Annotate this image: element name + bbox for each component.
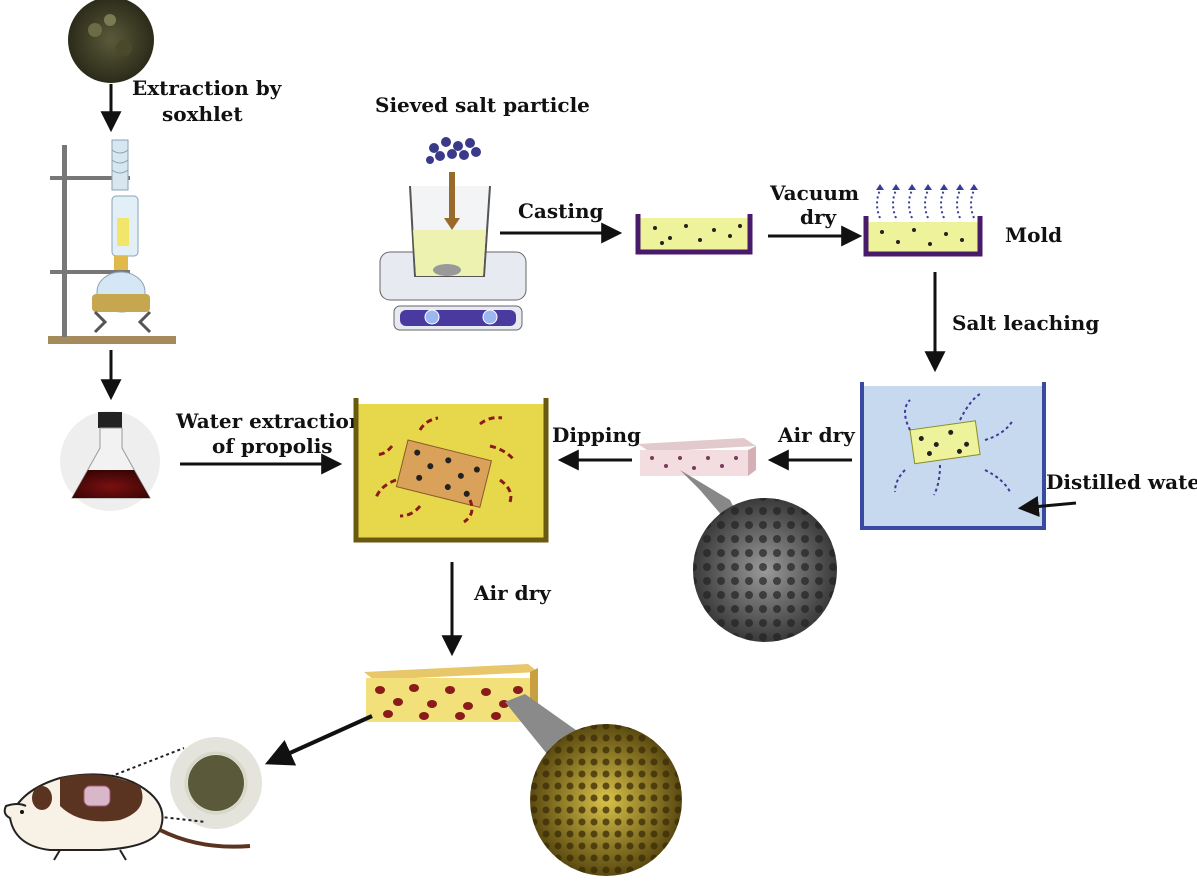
arrow-scaffold-to-implant <box>264 714 373 766</box>
label-casting: Casting <box>518 199 604 223</box>
label-salt-leaching: Salt leaching <box>952 311 1099 335</box>
label-water-extraction: Water extraction of propolis <box>175 409 370 458</box>
propolis-scaffold-image <box>364 664 538 722</box>
label-distilled-water: Distilled water <box>1046 470 1197 494</box>
salt-particles-icon <box>426 137 481 164</box>
vacuum-dried-mold-image <box>863 184 983 257</box>
label-air-dry-right: Air dry <box>777 423 856 447</box>
rat-image <box>3 773 251 861</box>
label-extraction: Extraction by soxhlet <box>132 76 288 126</box>
propolis-extract-flask-image <box>60 411 160 511</box>
label-air-dry-down: Air dry <box>473 581 552 605</box>
label-sieved-salt: Sieved salt particle <box>375 93 590 117</box>
porous-scaffold-image <box>638 438 756 476</box>
sem-image-dark <box>693 498 837 642</box>
sem-image-gold <box>530 724 682 876</box>
propolis-raw-image <box>68 0 154 83</box>
distilled-water-bath-image <box>860 382 1046 530</box>
soxhlet-apparatus-image <box>48 139 176 344</box>
beaker-on-stirrer-image <box>379 172 527 331</box>
label-dipping: Dipping <box>552 423 641 447</box>
dipping-container-image <box>353 398 549 543</box>
cast-mold-image <box>635 214 753 255</box>
label-mold: Mold <box>1005 223 1062 247</box>
arrow-distilled-water <box>1017 495 1077 517</box>
label-vacuum-dry: Vacuum dry <box>769 181 866 229</box>
wound-closeup-image <box>170 737 262 829</box>
